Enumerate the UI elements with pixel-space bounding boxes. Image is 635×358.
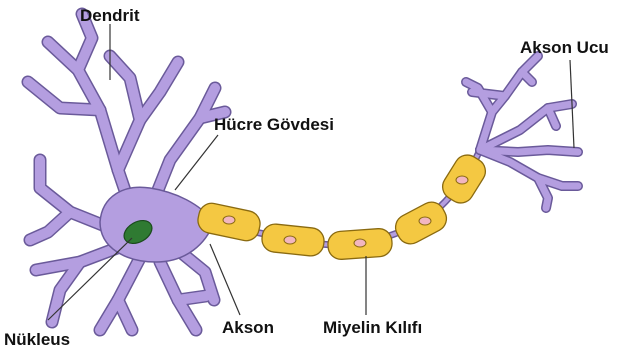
dendrite-branches [28, 14, 225, 330]
label-axon: Akson [222, 318, 274, 337]
schwann-nucleus [223, 216, 235, 224]
axon-terminals [466, 56, 578, 208]
cell-body [100, 187, 214, 262]
schwann-nucleus [456, 176, 468, 184]
label-myelin-sheath: Miyelin Kılıfı [323, 318, 422, 337]
label-axon-terminal: Akson Ucu [520, 38, 609, 57]
dendrites [28, 14, 225, 330]
schwann-nucleus [419, 217, 431, 225]
label-dendrite: Dendrit [80, 6, 140, 25]
schwann-nucleus [284, 236, 296, 244]
schwann-nucleus [354, 239, 366, 247]
label-nucleus: Nükleus [4, 330, 70, 349]
label-cell-body: Hücre Gövdesi [214, 115, 334, 134]
